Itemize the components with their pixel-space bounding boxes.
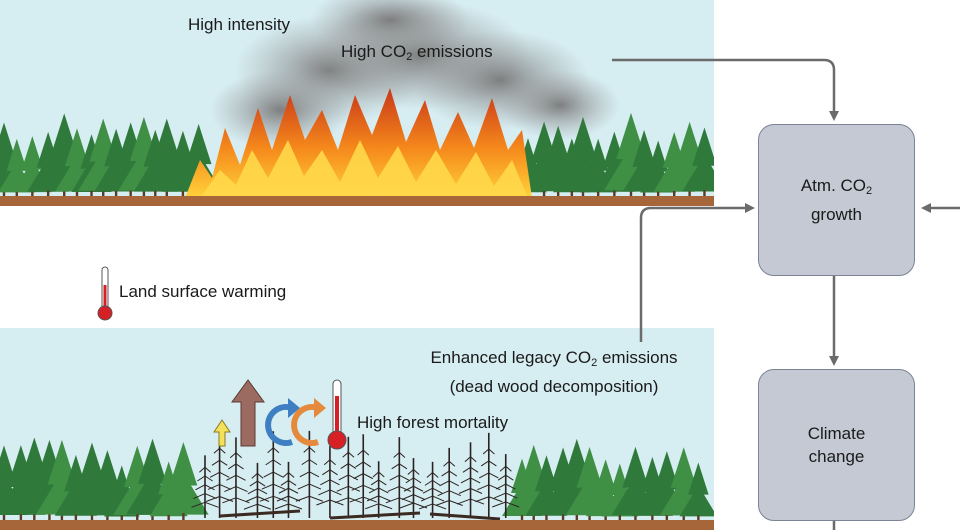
thermometer-mortality-icon bbox=[327, 379, 347, 450]
conifer-tree bbox=[158, 442, 209, 515]
conifer-tree bbox=[175, 123, 223, 192]
high-co2-emissions-label: High CO2 emissions bbox=[341, 42, 493, 63]
land-surface-warming-label: Land surface warming bbox=[119, 282, 287, 301]
arrow-legacy-to-atm bbox=[639, 203, 755, 342]
fire-flames bbox=[185, 88, 532, 198]
mortality-scene-panel: Enhanced legacy CO2 emissions (dead wood… bbox=[0, 328, 714, 530]
smoke-cloud bbox=[210, 0, 620, 150]
forest-left-bottom bbox=[0, 437, 209, 521]
blue-cycle-arrow-icon bbox=[265, 398, 300, 446]
mortality-scene-illustration bbox=[0, 379, 714, 530]
conifer-tree bbox=[679, 462, 714, 517]
forest-left bbox=[0, 113, 223, 197]
ground-strip-bottom bbox=[0, 520, 714, 530]
fallen-logs bbox=[219, 509, 501, 521]
legacy-emissions-label: Enhanced legacy CO2 emissions (dead wood… bbox=[430, 348, 678, 396]
conifer-tree bbox=[682, 127, 714, 192]
fire-scene-panel: High intensity High CO2 emissions bbox=[0, 0, 714, 206]
large-up-arrow-icon bbox=[231, 379, 265, 447]
orange-cycle-arrow-icon bbox=[291, 398, 326, 446]
high-forest-mortality-label: High forest mortality bbox=[357, 413, 509, 432]
ground-strip bbox=[0, 196, 714, 206]
forest-right-bottom bbox=[502, 438, 714, 521]
fire-scene-illustration bbox=[0, 0, 714, 206]
small-up-arrow-icon bbox=[213, 419, 231, 447]
arrow-emissions-to-atm bbox=[612, 58, 839, 121]
high-intensity-label: High intensity bbox=[188, 15, 291, 34]
